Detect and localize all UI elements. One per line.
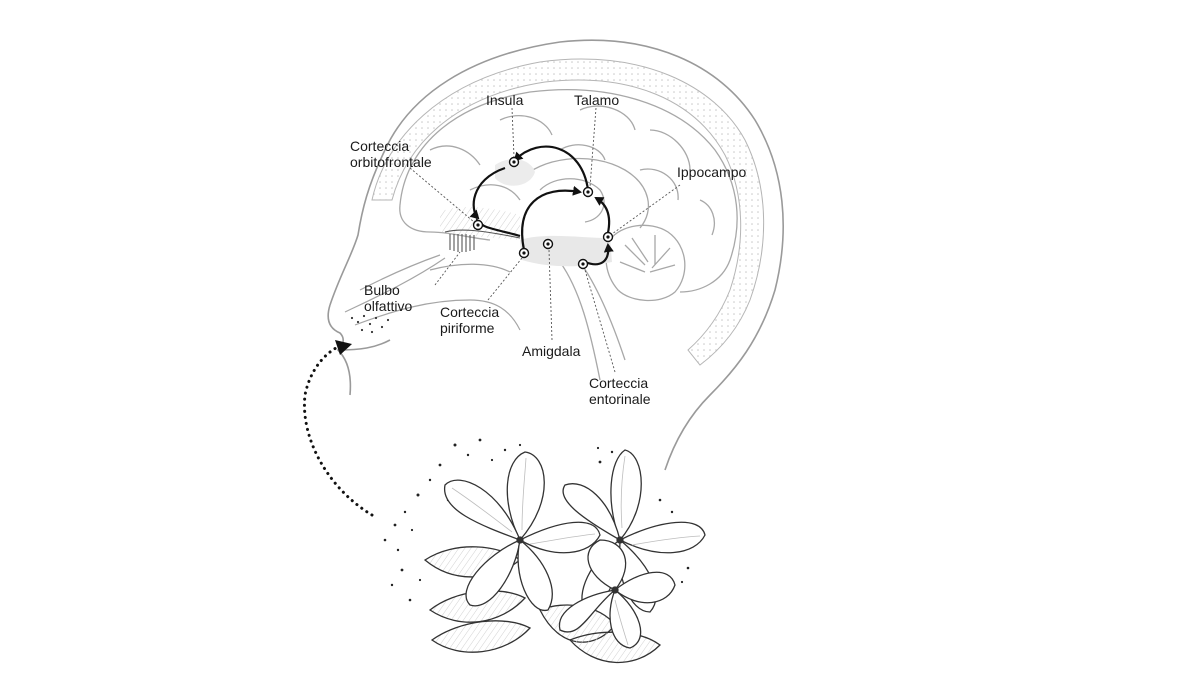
label-bulbo-olfattivo: Bulbo olfattivo	[364, 282, 413, 314]
label-ippocampo: Ippocampo	[677, 164, 747, 180]
olfactory-bulb-icon	[444, 229, 521, 252]
temporal-region	[520, 235, 612, 267]
label-orbitofrontale: Corteccia orbitofrontale	[350, 138, 432, 170]
skull-layer	[371, 58, 765, 366]
scent-arrow-head	[335, 340, 352, 355]
flower-petal-shading	[451, 455, 701, 646]
nasal-dots	[350, 314, 390, 334]
label-insula: Insula	[486, 92, 524, 108]
brain-outline-icon	[399, 89, 738, 381]
label-amigdala: Amigdala	[522, 343, 581, 359]
nasal-cavity	[344, 254, 521, 331]
label-talamo: Talamo	[574, 92, 620, 108]
label-corteccia-piriforme: Corteccia piriforme	[440, 304, 500, 336]
dotted-scent-arrow-icon	[302, 343, 374, 517]
insula-region	[495, 159, 535, 186]
leader-lines	[409, 107, 681, 373]
label-corteccia-entorinale: Corteccia entorinale	[589, 375, 651, 407]
frangipani-flower-icon	[423, 449, 706, 664]
